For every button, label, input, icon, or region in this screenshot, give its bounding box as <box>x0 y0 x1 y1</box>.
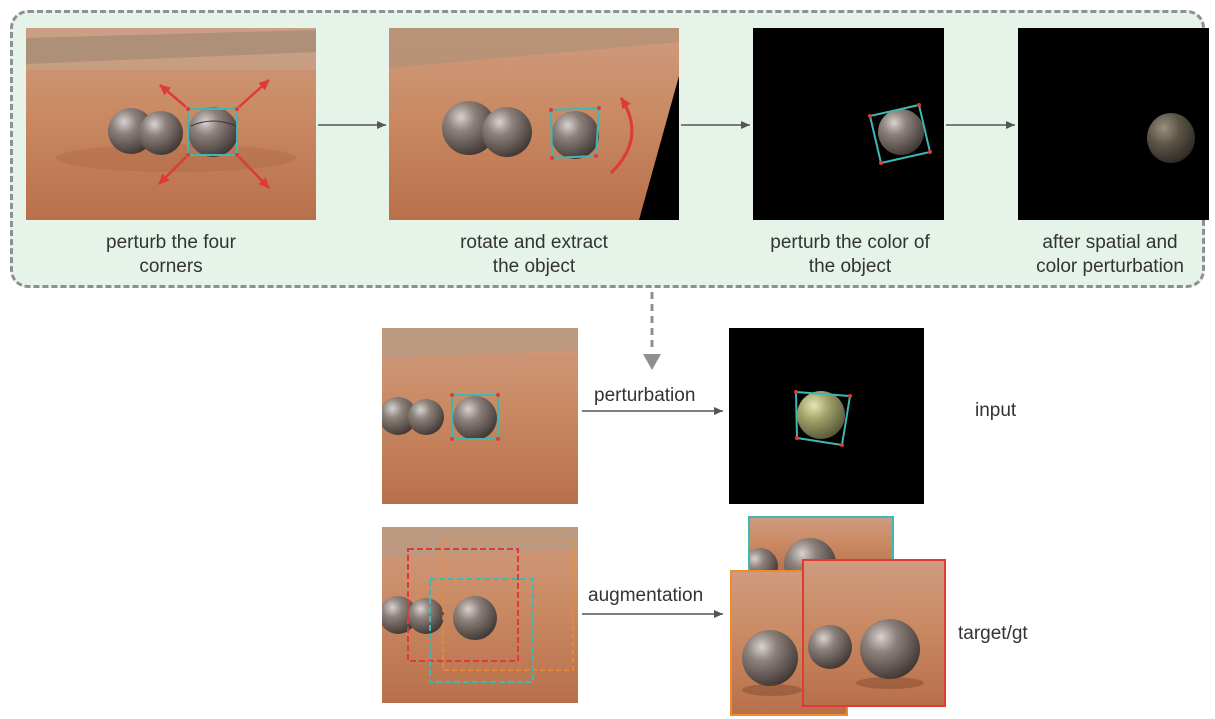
target-label: target/gt <box>958 623 1028 645</box>
augmentation-source-image <box>382 527 578 703</box>
step-caption-3: perturb the color of the object <box>740 231 960 279</box>
perturbation-label: perturbation <box>594 385 695 407</box>
step-caption-4: after spatial and color perturbation <box>1005 231 1215 279</box>
step-caption-1: perturb the four corners <box>26 231 316 279</box>
augmentation-label: augmentation <box>588 585 703 607</box>
input-label: input <box>975 400 1016 422</box>
target-crop-red <box>802 559 946 707</box>
input-image <box>729 328 924 504</box>
step-caption-2: rotate and extract the object <box>389 231 679 279</box>
perturbation-source-image <box>382 328 578 504</box>
